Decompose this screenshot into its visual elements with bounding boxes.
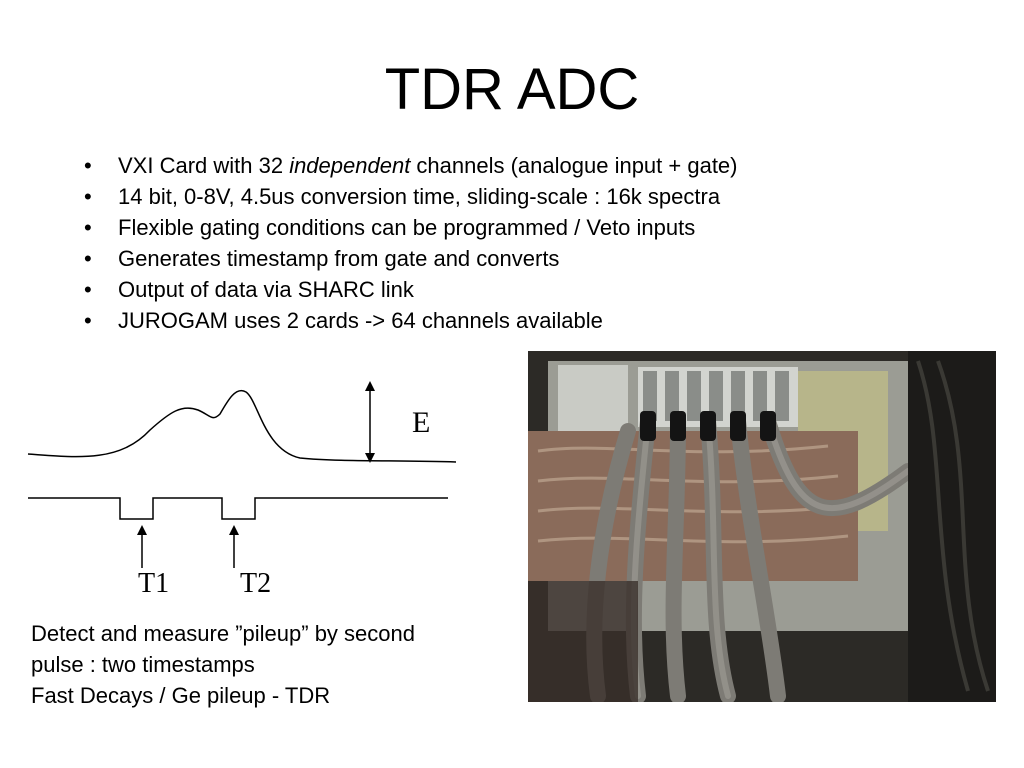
slide-title: TDR ADC: [384, 57, 640, 122]
bullet-dot: •: [84, 277, 92, 302]
t1-label: T1: [138, 568, 169, 599]
bullet-list: • VXI Card with 32 independent channels …: [78, 150, 738, 336]
bullet-dot: •: [84, 215, 92, 240]
bullet-dot: •: [84, 153, 92, 178]
bullet-emphasis: independent: [289, 153, 411, 178]
caption-line: pulse : two timestamps: [31, 652, 255, 677]
bullet-item: • JUROGAM uses 2 cards -> 64 channels av…: [78, 305, 738, 336]
caption-line: Fast Decays / Ge pileup - TDR: [31, 683, 331, 708]
gate-signal: [28, 497, 448, 520]
pileup-diagram: E T1 T2: [27, 381, 457, 599]
adc-rack-photo: [528, 351, 996, 702]
bullet-dot: •: [84, 184, 92, 209]
bullet-text: JUROGAM uses 2 cards -> 64 channels avai…: [118, 308, 603, 333]
bullet-text-end: channels (analogue input + gate): [410, 153, 738, 178]
bullet-text-start: VXI Card with 32: [118, 153, 290, 178]
bullet-item: • 14 bit, 0-8V, 4.5us conversion time, s…: [78, 181, 738, 212]
bullet-dot: •: [84, 246, 92, 271]
bullet-item: • VXI Card with 32 independent channels …: [78, 150, 738, 181]
t2-label: T2: [240, 568, 271, 599]
bullet-text: Output of data via SHARC link: [118, 277, 414, 302]
bullet-item: • Flexible gating conditions can be prog…: [78, 212, 738, 243]
caption-text: Detect and measure ”pileup” by second pu…: [31, 618, 415, 711]
bullet-dot: •: [84, 308, 92, 333]
pulse-waveform: [27, 389, 457, 463]
bullet-text: 14 bit, 0-8V, 4.5us conversion time, sli…: [118, 184, 721, 209]
bullet-text: Generates timestamp from gate and conver…: [118, 246, 560, 271]
bullet-item: • Output of data via SHARC link: [78, 274, 738, 305]
caption-line: Detect and measure ”pileup” by second: [31, 621, 415, 646]
bullet-item: • Generates timestamp from gate and conv…: [78, 243, 738, 274]
energy-label: E: [412, 406, 430, 439]
bullet-text: Flexible gating conditions can be progra…: [118, 215, 696, 240]
